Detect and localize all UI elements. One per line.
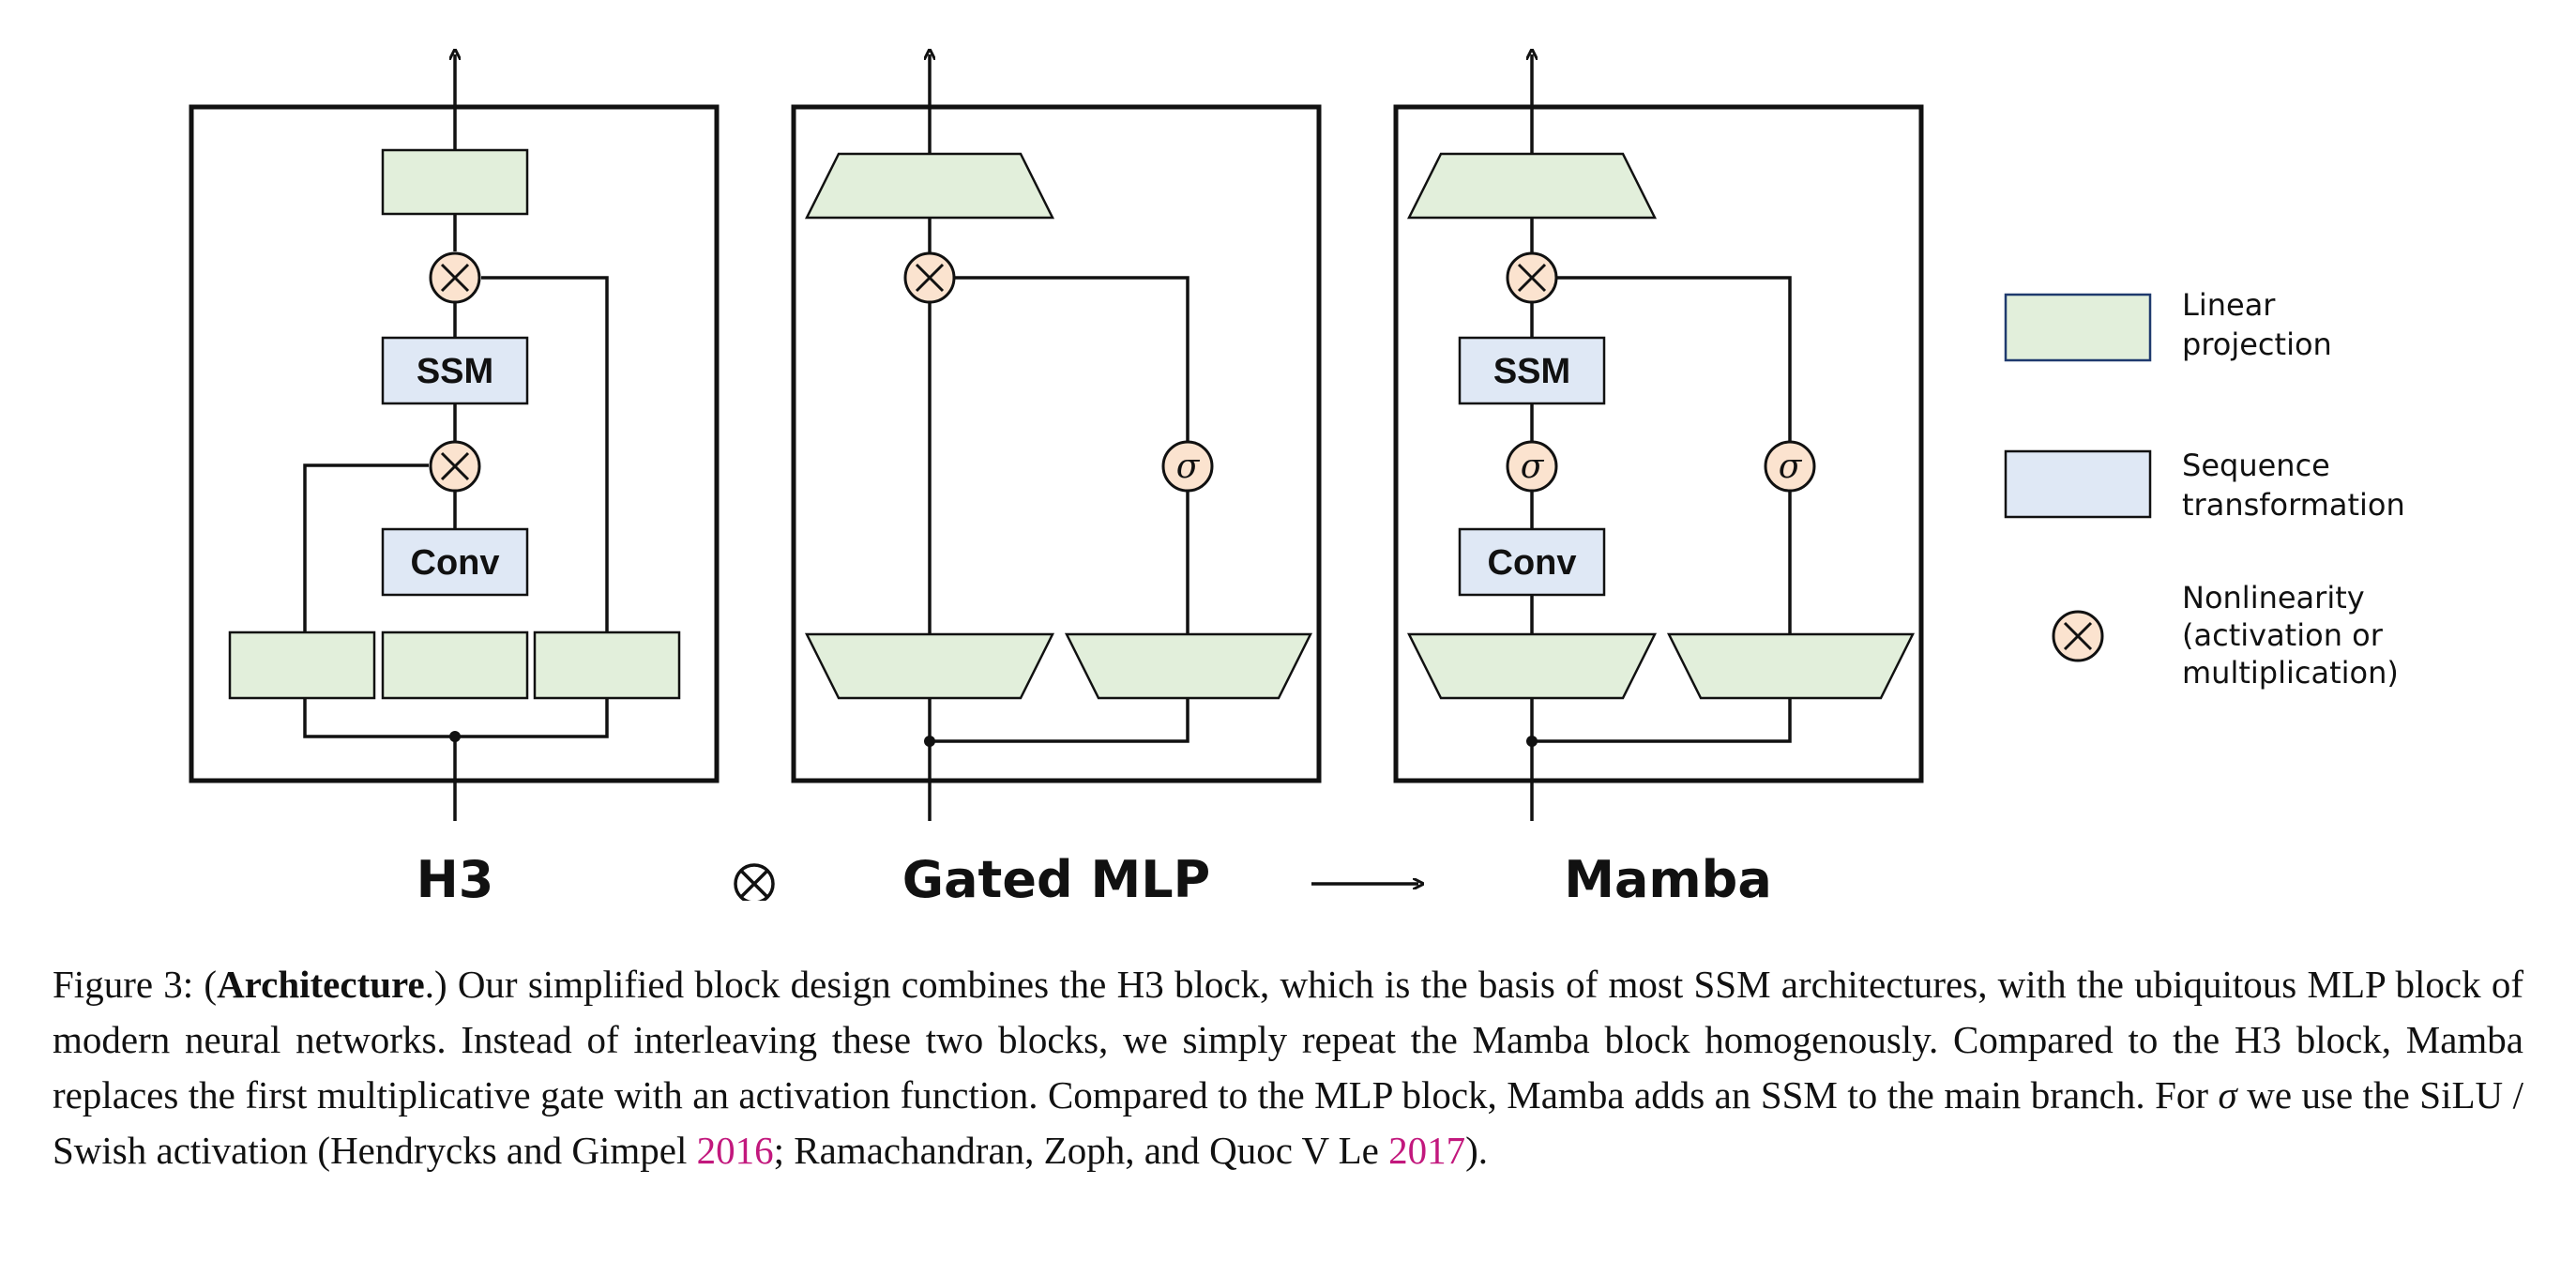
caption-sigma: σ	[2218, 1073, 2237, 1117]
h3-ssm-label: SSM	[417, 352, 493, 391]
legend-sequence-label-line1: Sequence	[2182, 448, 2330, 483]
caption-body: .) Our simplified block design combines …	[53, 963, 2523, 1117]
legend-linear-label-line1: Linear	[2182, 287, 2276, 323]
h3-linear-output	[381, 148, 529, 216]
legend-nonlinearity-label-line1: Nonlinearity	[2182, 580, 2365, 615]
mamba-block-title: Mamba	[1564, 850, 1772, 901]
legend-nonlinearity-label-line2: (activation or	[2182, 617, 2384, 653]
gated-mlp-block-title: Gated MLP	[902, 850, 1210, 901]
h3-multiply-1-icon	[429, 440, 481, 493]
mamba-sigma-gate-icon: σ	[1764, 440, 1816, 493]
legend-sequence-label-line2: transformation	[2182, 487, 2405, 523]
caption-bold-title: Architecture	[217, 963, 425, 1006]
mamba-ssm-box	[1458, 336, 1606, 405]
combine-symbol-icon	[734, 863, 775, 901]
h3-multiply-2-icon	[429, 251, 481, 304]
mamba-conv-box	[1458, 527, 1606, 597]
gated-mlp-frame	[791, 104, 1322, 783]
mamba-junction-dot	[1526, 736, 1538, 747]
legend: Linear projection Sequence transformatio…	[2004, 287, 2405, 691]
mamba-linear-right	[1666, 632, 1916, 700]
h3-junction-dot	[449, 731, 461, 742]
architecture-diagram: Conv SSM H3	[189, 0, 2405, 901]
gated-mlp-sigma-icon: σ	[1161, 440, 1214, 493]
gated-mlp-wires	[930, 54, 1190, 821]
mamba-linear-output	[1406, 152, 1658, 220]
mamba-ssm-label: SSM	[1493, 352, 1570, 391]
mamba-frame	[1393, 104, 1924, 783]
h3-linear-right	[533, 630, 681, 700]
h3-linear-left	[228, 630, 376, 700]
gated-mlp-linear-left	[804, 632, 1055, 700]
gated-mlp-multiply-icon	[903, 251, 956, 304]
caption-body-2: we use the SiLU / Swish activation (Hend…	[53, 1073, 2523, 1172]
mamba-linear-left	[1406, 632, 1658, 700]
figure-caption: Figure 3: (Architecture.) Our simplified…	[53, 957, 2523, 1178]
caption-suffix: ).	[1465, 1129, 1488, 1172]
gated-mlp-junction-dot	[924, 736, 935, 747]
caption-prefix: Figure 3: (	[53, 963, 218, 1006]
caption-body-3: ; Ramachandran, Zoph, and Quoc V Le	[773, 1129, 1389, 1172]
mamba-sigma-main-icon: σ	[1506, 440, 1558, 493]
h3-conv-box	[381, 527, 529, 597]
svg-text:σ: σ	[1176, 448, 1201, 486]
mamba-block: Conv σ σ SSM Mamba	[1393, 54, 1924, 901]
gated-mlp-linear-output	[804, 152, 1055, 220]
mamba-multiply-icon	[1506, 251, 1558, 304]
svg-text:σ: σ	[1521, 448, 1545, 486]
citation-link-2017[interactable]: 2017	[1388, 1129, 1466, 1172]
citation-link-2016[interactable]: 2016	[696, 1129, 774, 1172]
legend-nonlinearity-icon	[2052, 610, 2104, 662]
gated-mlp-block: σ Gated MLP	[791, 54, 1322, 901]
h3-block: Conv SSM H3	[189, 54, 720, 901]
legend-linear-label-line2: projection	[2182, 327, 2332, 362]
legend-linear-swatch	[2004, 293, 2152, 362]
mamba-conv-label: Conv	[1488, 543, 1577, 583]
mamba-wires	[1532, 54, 1792, 821]
svg-text:σ: σ	[1779, 448, 1803, 486]
h3-linear-middle	[381, 630, 529, 700]
gated-mlp-linear-right	[1064, 632, 1313, 700]
legend-sequence-swatch	[2004, 449, 2152, 519]
legend-nonlinearity-label-line3: multiplication)	[2182, 655, 2399, 691]
h3-conv-label: Conv	[411, 543, 500, 583]
h3-block-title: H3	[417, 850, 494, 901]
h3-ssm-box	[381, 336, 529, 405]
